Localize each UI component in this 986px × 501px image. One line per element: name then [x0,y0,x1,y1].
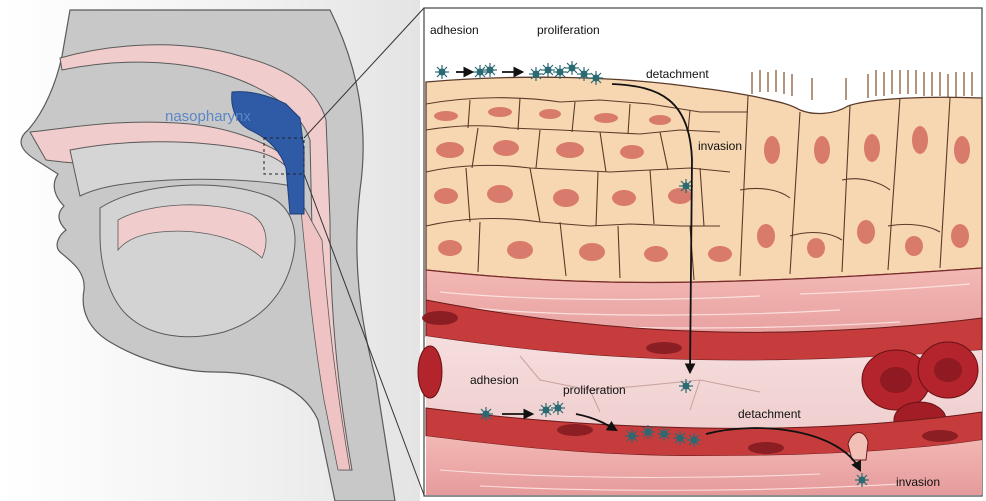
endothelial-nucleus [922,430,958,442]
bacterium-icon [855,473,869,487]
bacterium-icon [541,63,555,77]
vessel-breach [848,432,868,460]
label-detachment-vessel: detachment [738,407,801,421]
bacterium-icon [551,401,565,415]
bacterium-icon [539,403,553,417]
bacterium-icon [479,407,493,421]
nasopharynx-label: nasopharynx [165,108,251,125]
head-section: nasopharynx [0,0,420,501]
label-adhesion-epithelium: adhesion [430,23,479,37]
endothelial-nucleus [557,424,593,436]
bacterium-icon [473,65,487,79]
bacterium-icon [679,379,693,393]
zoom-panel: adhesion proliferation detachment invasi… [418,8,982,496]
label-adhesion-vessel: adhesion [470,373,519,387]
bacterium-icon [565,61,579,75]
endothelial-nucleus [646,342,682,354]
label-proliferation-epithelium: proliferation [537,23,600,37]
bacterium-icon [673,431,687,445]
label-detachment-epithelium: detachment [646,67,709,81]
bacterium-icon [577,67,591,81]
label-proliferation-vessel: proliferation [563,383,626,397]
endothelial-nucleus [748,442,784,454]
bacterium-icon [589,71,603,85]
bacterium-icon [641,425,655,439]
bacterium-icon [553,65,567,79]
bacterium-icon [483,63,497,77]
bacterium-icon [435,65,449,79]
label-invasion-vessel: invasion [896,475,940,489]
bacterium-icon [687,433,701,447]
endothelial-nucleus [422,311,458,325]
label-invasion-epithelium: invasion [698,139,742,153]
bacterium-icon [625,429,639,443]
bacterium-icon [657,427,671,441]
bacterium-icon [529,67,543,81]
